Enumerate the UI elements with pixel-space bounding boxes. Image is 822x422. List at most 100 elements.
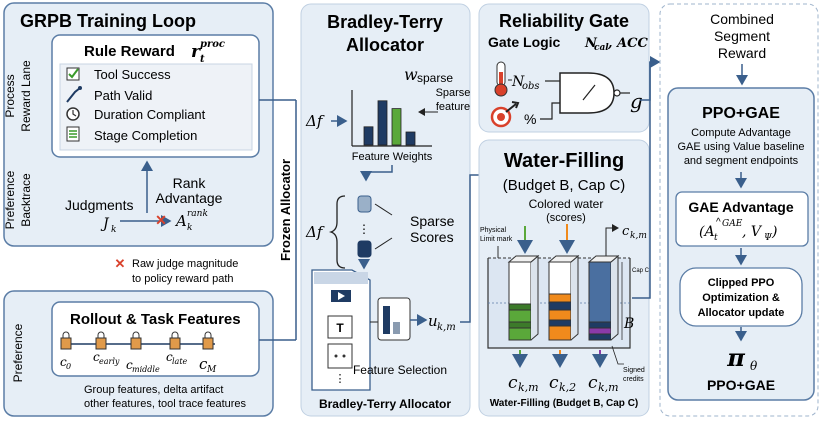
w-sparse-sub: sparse: [417, 71, 453, 85]
out-2-symbol: c: [549, 373, 559, 393]
out-1-symbol: c: [508, 373, 518, 393]
out-1-sub: k,m: [518, 381, 539, 394]
c-late-sub: late: [172, 357, 188, 366]
out-3-sub: k,m: [598, 381, 619, 394]
rank-advantage-2: Advantage: [156, 190, 223, 206]
feature-weight-bar: [405, 131, 416, 146]
c-early-label: c: [93, 350, 100, 364]
judgments-symbol: J: [100, 216, 110, 232]
column-2: [547, 254, 580, 341]
delta-f-1: Δf: [305, 112, 325, 130]
colored-water-2: (scores): [546, 212, 586, 224]
selected-feature-bar: [383, 306, 390, 334]
connector: [374, 237, 393, 250]
arrow: [605, 224, 619, 260]
path-icon: [66, 86, 82, 103]
gae-close: ): [771, 224, 777, 240]
signed-pointer: [611, 345, 624, 365]
colored-water-1: Colored water: [529, 197, 604, 211]
water-panel: Water-Filling (Budget B, Cap C) Colored …: [478, 62, 651, 417]
rollout-footer-2: other features, tool trace features: [84, 398, 247, 410]
compute-3: and segment endpoints: [684, 155, 799, 167]
checklist-icon: [66, 126, 80, 142]
clock-icon: [66, 107, 80, 121]
lock-icon: [130, 331, 142, 350]
rollout-title: Rollout & Task Features: [70, 311, 241, 328]
sparse-feature-2: feature: [436, 101, 470, 113]
feature-weights-label: Feature Weights: [352, 151, 433, 163]
feature-weight-bars: [363, 100, 416, 146]
svg-text:T: T: [336, 321, 344, 335]
lock-icon: [95, 331, 107, 350]
rule-item: Duration Compliant: [94, 107, 206, 122]
sparse-scores-2: Scores: [410, 229, 454, 245]
lane-pref-2: Backtrace: [19, 173, 33, 227]
water-footer: Water-Filling (Budget B, Cap C): [490, 398, 639, 409]
judgments-label: Judgments: [65, 197, 133, 213]
cap-c-label: Cap C: [632, 268, 650, 274]
out-3-symbol: c: [588, 373, 598, 393]
gate-logic-label: Gate Logic: [488, 34, 561, 50]
signed-2: credits: [623, 376, 644, 383]
gae-box: [675, 191, 809, 247]
blocked-x-icon: ✕: [115, 256, 126, 271]
column-3: [587, 254, 620, 341]
feature-weight-bar: [363, 126, 374, 146]
clipped-ppo-box: [679, 267, 803, 327]
thermometer-icon: [494, 61, 508, 97]
water-title: Water-Filling: [504, 150, 624, 172]
check-icon: [66, 67, 80, 81]
combined-2: Segment: [714, 28, 770, 44]
n-obs-symbol: N: [511, 74, 525, 90]
c-middle-sub: middle: [132, 365, 160, 374]
connector: [460, 174, 480, 323]
c0-sub: 0: [66, 362, 71, 371]
rule-item: Tool Success: [94, 67, 171, 82]
bt-footer: Bradley-Terry Allocator: [319, 397, 451, 411]
lane-preference: Preference: [11, 323, 25, 382]
sparse-scores-1: Sparse: [410, 213, 455, 229]
n-obs-sub: obs: [522, 81, 540, 92]
physical-1: Physical: [480, 227, 507, 234]
clipped-2: Optimization &: [702, 292, 780, 304]
feature-weight-bar: [377, 100, 388, 146]
raw-judge-2: to policy reward path: [132, 273, 234, 285]
c-m-label: c: [199, 355, 208, 373]
arrow: [360, 165, 393, 182]
compute-1: Compute Advantage: [691, 127, 791, 139]
combined-1: Combined: [710, 11, 774, 27]
lock-icon: [169, 331, 181, 350]
lock-icon: [60, 331, 72, 350]
connector: [374, 203, 393, 216]
rank-sub: k: [187, 223, 192, 233]
rollout-panel: Preference Rollout & Task Features c 0 c…: [3, 290, 296, 417]
gae-formula-a: (A: [699, 224, 715, 240]
rollout-footer-1: Group features, delta artifact: [84, 384, 223, 396]
rank-advantage-1: Rank: [173, 175, 207, 191]
delta-f-2: Δf: [305, 223, 325, 241]
rule-reward-sub: t: [200, 54, 205, 65]
blocked-x-icon: ✕: [155, 212, 167, 228]
sparse-feature-1: Sparse: [436, 87, 471, 99]
signed-1: Signed: [623, 367, 645, 374]
bt-panel: Bradley-Terry Allocator w sparse Sparse …: [300, 3, 480, 417]
connector: [540, 102, 560, 120]
rule-reward-sup: proc: [200, 39, 225, 50]
lane-process-2: Reward Lane: [19, 60, 33, 132]
c-m-sub: M: [206, 365, 217, 375]
gate-logic-acc: , ACC: [607, 36, 648, 51]
combined-3: Reward: [718, 45, 766, 61]
frozen-allocator-label: Frozen Allocator: [278, 159, 293, 261]
lane-pref-1: Preference: [3, 170, 17, 229]
gate-title: Reliability Gate: [499, 11, 629, 31]
target-icon: [490, 101, 520, 128]
pi-theta-sub: θ: [750, 359, 758, 373]
pi-theta-symbol: π: [726, 343, 745, 372]
gate-panel: Reliability Gate Gate Logic N cal , ACC …: [478, 3, 661, 133]
grpb-title: GRPB Training Loop: [20, 11, 196, 31]
b-label: B: [623, 316, 634, 332]
u-km-sub: k,m: [437, 322, 456, 333]
column-1: [507, 254, 540, 341]
c0-label: c: [60, 355, 67, 369]
